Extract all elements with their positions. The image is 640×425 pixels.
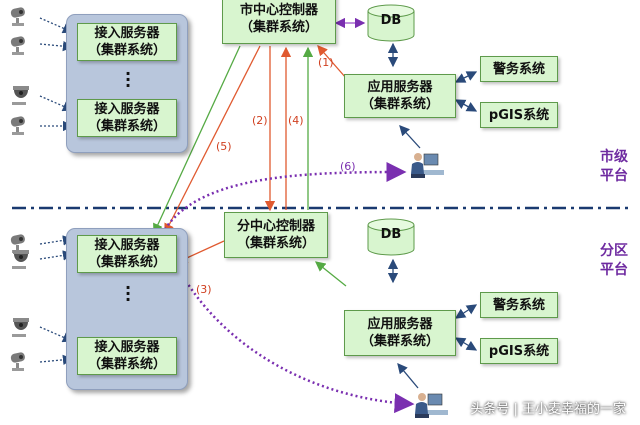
district-access-server-2: 接入服务器 （集群系统） (77, 337, 177, 375)
city-police-system: 警务系统 (480, 56, 558, 82)
district-police-system: 警务系统 (480, 292, 558, 318)
district-access-server-1: 接入服务器 （集群系统） (77, 235, 177, 273)
camera-icon (10, 36, 25, 55)
district-access-cluster: 接入服务器 （集群系统） ··· 接入服务器 （集群系统） (66, 228, 188, 390)
camera-icon (10, 352, 25, 371)
district-level-label: 分区 平台 (600, 242, 628, 280)
city-database: DB (366, 4, 416, 42)
link-app-pgis-top (454, 99, 478, 112)
flow-label-1: (1) (318, 56, 334, 69)
watermark: 头条号 | 王小麦幸福的一家 (470, 402, 626, 417)
camera-icon (10, 116, 25, 135)
ellipsis-vertical: ··· (124, 64, 132, 95)
database-label: DB (380, 227, 402, 242)
user-at-workstation-icon (415, 393, 448, 418)
flow-district-user (176, 267, 415, 414)
box-line-1: pGIS系统 (488, 343, 550, 359)
city-access-cluster: 接入服务器 （集群系统） ··· 接入服务器 （集群系统） (66, 14, 188, 153)
link-user-app-bottom (397, 363, 419, 389)
box-line-2: （集群系统） (360, 334, 439, 349)
district-app-server: 应用服务器 （集群系统） (344, 310, 456, 356)
city-center-controller: 市中心控制器 （集群系统） (222, 0, 336, 44)
city-access-server-2: 接入服务器 （集群系统） (77, 99, 177, 137)
city-app-server: 应用服务器 （集群系统） (344, 74, 456, 118)
flow-label-3: (3) (196, 283, 212, 296)
link-app-pgis-bottom (454, 337, 478, 351)
flow-5 (164, 45, 261, 235)
box-line-1: 警务系统 (492, 61, 545, 77)
city-pgis-system: pGIS系统 (480, 102, 558, 128)
box-line-2: （集群系统） (87, 357, 166, 372)
camera-icon (10, 7, 25, 26)
database-cylinder-icon (367, 4, 415, 42)
flow-label-5: (5) (216, 140, 232, 153)
box-line-1: 市中心控制器 (239, 3, 318, 18)
box-line-1: pGIS系统 (488, 107, 550, 123)
box-line-1: 警务系统 (492, 297, 545, 313)
box-line-2: （集群系统） (360, 97, 439, 112)
database-label: DB (380, 13, 402, 28)
link-app-police-top (454, 71, 478, 83)
user-at-workstation-icon (411, 153, 444, 178)
city-level-label: 市级 平台 (600, 148, 628, 186)
level-line-2: 平台 (600, 262, 628, 278)
city-access-server-1: 接入服务器 （集群系统） (77, 23, 177, 61)
flow-label-4: (4) (288, 114, 304, 127)
box-line-2: （集群系统） (87, 43, 166, 58)
box-line-2: （集群系统） (239, 20, 318, 35)
box-line-1: 接入服务器 (94, 102, 160, 117)
dome-camera-icon (12, 86, 29, 105)
box-line-1: 接入服务器 (94, 26, 160, 41)
dome-camera-icon (12, 250, 29, 269)
dome-camera-icon (12, 318, 29, 337)
box-line-2: （集群系统） (87, 255, 166, 270)
flow-1 (317, 45, 347, 79)
flow-label-2: (2) (252, 114, 268, 127)
box-line-1: 应用服务器 (367, 317, 433, 332)
box-line-1: 接入服务器 (94, 340, 160, 355)
flow-label-6: (6) (340, 160, 356, 173)
box-line-2: （集群系统） (87, 119, 166, 134)
box-line-1: 分中心控制器 (236, 219, 315, 234)
link-app-police-bottom (454, 304, 478, 319)
ellipsis-vertical: ··· (124, 278, 132, 309)
link-green-diag (153, 45, 241, 235)
flow-6 (158, 162, 407, 239)
level-line-1: 分区 (600, 243, 628, 259)
database-cylinder-icon (367, 218, 415, 256)
district-pgis-system: pGIS系统 (480, 338, 558, 364)
link-user-app-top (399, 125, 421, 149)
link-green-app-district (314, 261, 347, 287)
district-database: DB (366, 218, 416, 256)
box-line-2: （集群系统） (236, 236, 315, 251)
box-line-1: 接入服务器 (94, 238, 160, 253)
level-line-2: 平台 (600, 168, 628, 184)
district-center-controller: 分中心控制器 （集群系统） (224, 212, 328, 258)
level-line-1: 市级 (600, 149, 628, 165)
box-line-1: 应用服务器 (367, 80, 433, 95)
